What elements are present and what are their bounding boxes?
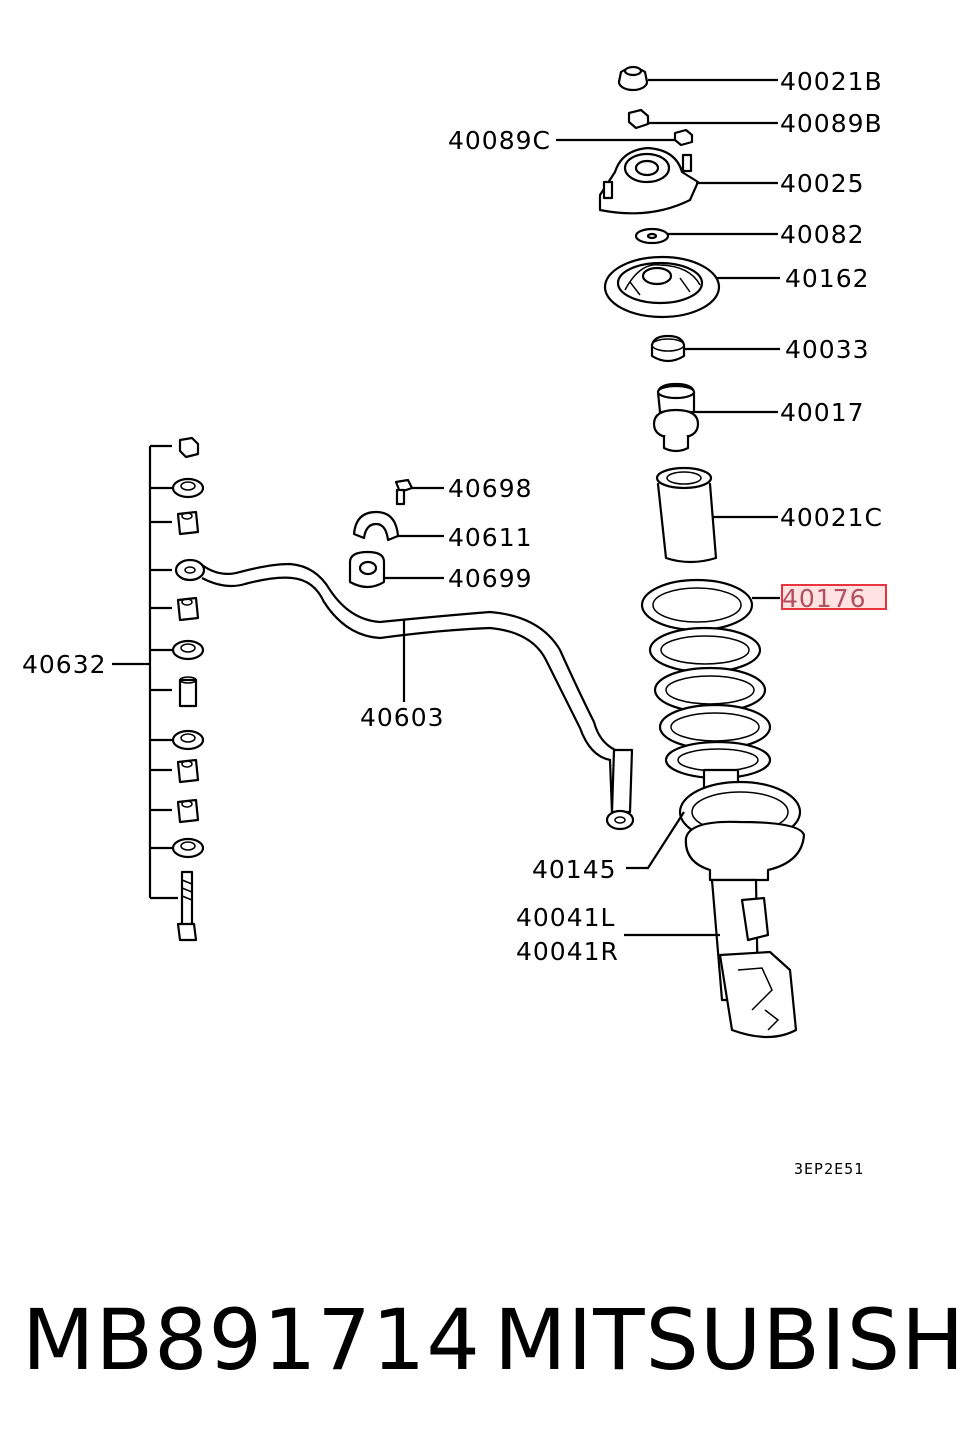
part-40611-bracket[interactable] xyxy=(352,510,400,542)
label-40176[interactable]: 40176 xyxy=(782,584,867,613)
label-40082: 40082 xyxy=(780,220,865,249)
footer: MB891714 MITSUBISHI xyxy=(0,1290,960,1400)
part-40603-stabilizer-bar[interactable] xyxy=(174,558,635,831)
label-40603: 40603 xyxy=(360,703,445,732)
label-40089B: 40089B xyxy=(780,109,883,138)
label-40145: 40145 xyxy=(532,855,617,884)
part-number: MB891714 xyxy=(22,1291,481,1389)
part-40162-spring-seat[interactable] xyxy=(603,255,721,319)
part-40082-washer[interactable] xyxy=(634,227,670,245)
label-40162: 40162 xyxy=(785,264,870,293)
highlight-box-40176 xyxy=(781,584,887,610)
label-40025: 40025 xyxy=(780,169,865,198)
part-40017-bump-stopper[interactable] xyxy=(652,382,700,453)
label-40632: 40632 xyxy=(22,650,107,679)
part-40089C-nut[interactable] xyxy=(673,128,694,147)
part-40698-bolt[interactable] xyxy=(394,478,414,506)
parts-diagram: 40021B 40089B 40089C 40025 40082 40162 4… xyxy=(22,65,887,1178)
part-40025-strut-mount[interactable] xyxy=(598,146,700,215)
label-40611: 40611 xyxy=(448,523,533,552)
label-40041R: 40041R xyxy=(516,937,619,966)
diagram-code: 3EP2E51 xyxy=(794,1160,864,1178)
label-40089C: 40089C xyxy=(448,126,551,155)
label-40698: 40698 xyxy=(448,474,533,503)
label-40041L: 40041L xyxy=(516,903,615,932)
label-40017: 40017 xyxy=(780,398,865,427)
label-40699: 40699 xyxy=(448,564,533,593)
label-40021C: 40021C xyxy=(780,503,883,532)
part-40176-coil-spring[interactable] xyxy=(640,578,772,780)
part-40041-strut-assembly[interactable] xyxy=(678,768,806,1039)
part-40033-bump-cap[interactable] xyxy=(650,334,686,363)
part-40632-link-kit[interactable] xyxy=(112,436,205,942)
label-40021B: 40021B xyxy=(780,67,883,96)
label-40033: 40033 xyxy=(785,335,870,364)
part-40021B-cap[interactable] xyxy=(617,65,649,92)
part-40089B-nut[interactable] xyxy=(627,108,650,130)
part-40699-bushing[interactable] xyxy=(348,550,386,589)
part-40021C-dust-boot[interactable] xyxy=(655,466,718,564)
brand-name: MITSUBISHI xyxy=(494,1291,960,1389)
